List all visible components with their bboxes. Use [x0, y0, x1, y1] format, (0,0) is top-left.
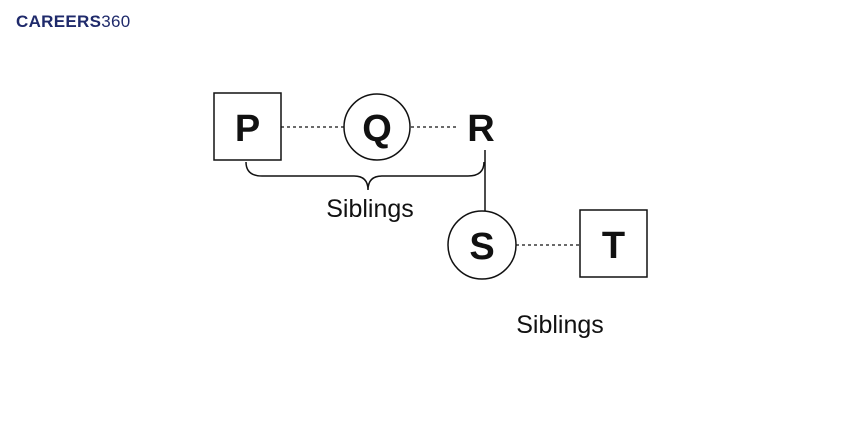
node-s-label: S [469, 226, 494, 268]
logo-number-text: 360 [101, 12, 131, 31]
caption-siblings-bottom: Siblings [516, 311, 604, 339]
logo-brand-text: CAREERS [16, 12, 102, 31]
node-s-circle [447, 210, 517, 280]
node-t-square [579, 209, 648, 278]
node-p-label: P [235, 108, 260, 150]
node-q-label: Q [362, 108, 392, 150]
node-r-label: R [467, 108, 494, 150]
node-t-label: T [602, 225, 625, 267]
node-q-circle [343, 93, 411, 161]
node-p-square [213, 92, 282, 161]
careers360-logo: CAREERS360 [16, 12, 131, 32]
sibling-brace [245, 161, 485, 191]
caption-siblings-top: Siblings [326, 195, 414, 223]
